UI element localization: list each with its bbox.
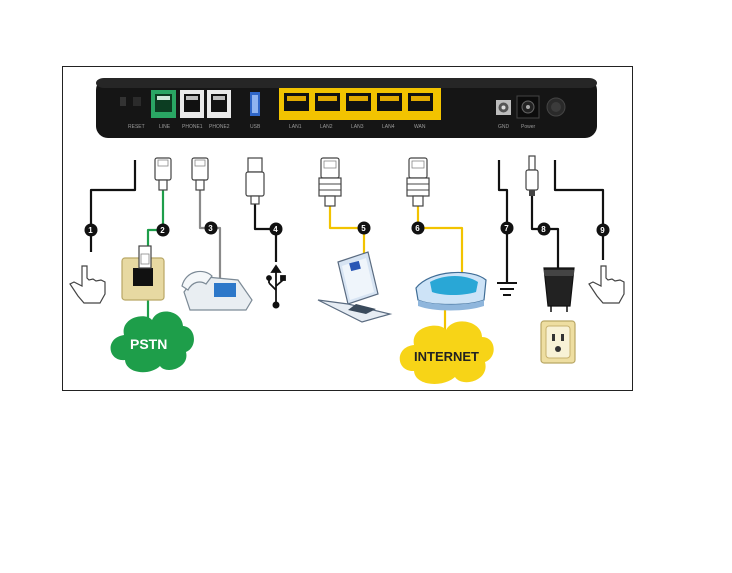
- port-label-reset: RESET: [128, 124, 145, 130]
- lan3-port: [346, 93, 371, 111]
- port-label-lan1: LAN1: [289, 124, 302, 130]
- port-label-usb: USB: [250, 124, 261, 130]
- callout-number-6: 6: [415, 224, 420, 233]
- callout-number-7: 7: [504, 224, 509, 233]
- callout-3: 3: [204, 221, 218, 235]
- phone-jack-icon: [121, 245, 165, 301]
- callout-number-2: 2: [160, 226, 165, 235]
- port-label-lan4: LAN4: [382, 124, 395, 130]
- wall-outlet-icon: [540, 320, 576, 364]
- lan4-port: [377, 93, 402, 111]
- callout-7: 7: [500, 221, 514, 235]
- laptop-icon: [317, 251, 393, 323]
- callout-number-3: 3: [208, 224, 213, 233]
- dc-power-plug: [525, 155, 539, 196]
- connector-heads: [154, 155, 539, 207]
- callout-5: 5: [357, 221, 371, 235]
- callout-number-5: 5: [361, 224, 366, 233]
- port-label-lan2: LAN2: [320, 124, 333, 130]
- callout-number-1: 1: [88, 226, 93, 235]
- usb-icon: [266, 264, 286, 309]
- callout-badges: 1 2 3 4 5 6 7: [84, 221, 610, 237]
- pstn-label: PSTN: [130, 336, 167, 352]
- rj11-phone-plug: [191, 157, 209, 191]
- callout-number-8: 8: [541, 225, 546, 234]
- port-label-line: LINE: [159, 124, 171, 130]
- callout-2: 2: [156, 223, 170, 237]
- callout-number-9: 9: [600, 226, 605, 235]
- usb-port: USB: [250, 92, 261, 130]
- power-adapter-icon: [543, 267, 575, 312]
- line-port: LINE: [151, 90, 176, 130]
- modem-icon: [415, 271, 487, 311]
- ground-icon: [497, 282, 517, 296]
- power-switch: [546, 97, 566, 117]
- reset-button: RESET: [120, 97, 145, 130]
- callout-9: 9: [596, 223, 610, 237]
- power-jack: Power: [516, 95, 540, 130]
- callout-number-4: 4: [273, 225, 278, 234]
- wan-port: [408, 93, 433, 111]
- ethernet-port-block: LAN1 LAN2 LAN3 LAN4 WAN: [279, 88, 441, 130]
- internet-cloud: INTERNET: [399, 321, 494, 384]
- lan2-port: [315, 93, 340, 111]
- hand-press-icon: [69, 265, 106, 304]
- port-label-power: Power: [521, 124, 536, 130]
- hand-press-icon-switch: [588, 265, 625, 304]
- device-back-panel: RESET LINE PHONE1 PHONE2: [96, 78, 597, 138]
- telephone-icon: [181, 270, 253, 311]
- callout-6: 6: [411, 221, 425, 235]
- port-label-wan: WAN: [414, 124, 426, 130]
- gnd-terminal: GND: [496, 100, 511, 130]
- internet-label: INTERNET: [414, 349, 479, 364]
- port-label-lan3: LAN3: [351, 124, 364, 130]
- callout-4: 4: [269, 222, 283, 236]
- port-label-phone2: PHONE2: [209, 124, 230, 130]
- pstn-cloud: PSTN: [110, 311, 194, 373]
- phone2-port: PHONE2: [207, 90, 231, 130]
- rj45-lan-plug: [318, 157, 342, 207]
- callout-1: 1: [84, 223, 98, 237]
- phone1-port: PHONE1: [180, 90, 204, 130]
- port-label-gnd: GND: [498, 124, 510, 130]
- callout-8: 8: [537, 222, 551, 236]
- rj45-wan-plug: [406, 157, 430, 207]
- port-label-phone1: PHONE1: [182, 124, 203, 130]
- lan1-port: [284, 93, 309, 111]
- usb-plug: [245, 157, 265, 205]
- rj11-line-plug: [154, 157, 172, 191]
